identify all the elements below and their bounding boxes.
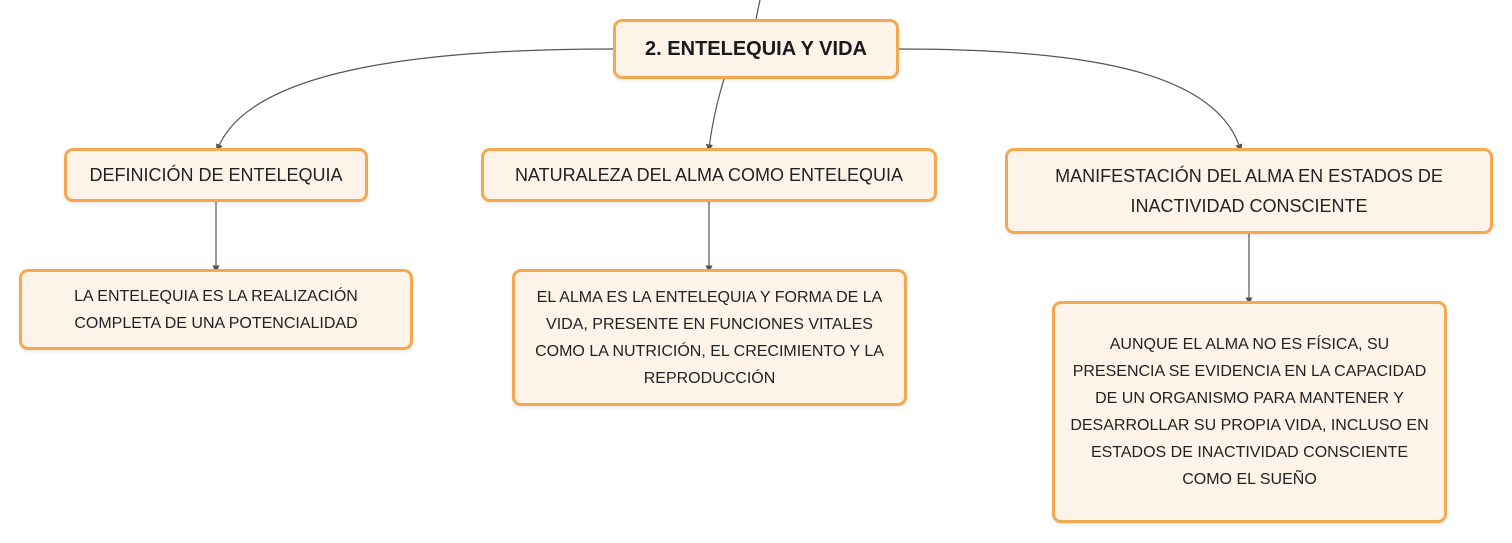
branch-label-naturaleza: NATURALEZA DEL ALMA COMO ENTELEQUIA (514, 165, 904, 185)
branch-node-definicion[interactable]: DEFINICIÓN DE ENTELEQUIA (64, 148, 368, 202)
leaf-node-definicion[interactable]: LA ENTELEQUIA ES LA REALIZACIÓN COMPLETA… (19, 269, 413, 350)
leaf-text-manifestacion: AUNQUE EL ALMA NO ES FÍSICA, SU PRESENCI… (1070, 336, 1429, 488)
connector-root-to-definicion (216, 48, 614, 152)
leaf-node-manifestacion[interactable]: AUNQUE EL ALMA NO ES FÍSICA, SU PRESENCI… (1052, 301, 1447, 523)
leaf-node-naturaleza[interactable]: EL ALMA ES LA ENTELEQUIA Y FORMA DE LA V… (512, 269, 907, 406)
connector-root-to-naturaleza (705, 78, 725, 152)
root-topic-label: 2. ENTELEQUIA Y VIDA (645, 37, 867, 60)
incoming-connector (755, 0, 761, 20)
branch-node-manifestacion[interactable]: MANIFESTACIÓN DEL ALMA EN ESTADOS DE INA… (1005, 148, 1493, 234)
branch-label-manifestacion: MANIFESTACIÓN DEL ALMA EN ESTADOS DE INA… (1055, 166, 1443, 216)
root-topic-node[interactable]: 2. ENTELEQUIA Y VIDA (613, 19, 899, 79)
branch-node-naturaleza[interactable]: NATURALEZA DEL ALMA COMO ENTELEQUIA (481, 148, 937, 202)
connector-root-to-manifestacion (898, 48, 1243, 152)
branch-label-definicion: DEFINICIÓN DE ENTELEQUIA (89, 165, 343, 185)
leaf-text-definicion: LA ENTELEQUIA ES LA REALIZACIÓN COMPLETA… (74, 287, 358, 332)
leaf-text-naturaleza: EL ALMA ES LA ENTELEQUIA Y FORMA DE LA V… (535, 288, 884, 387)
